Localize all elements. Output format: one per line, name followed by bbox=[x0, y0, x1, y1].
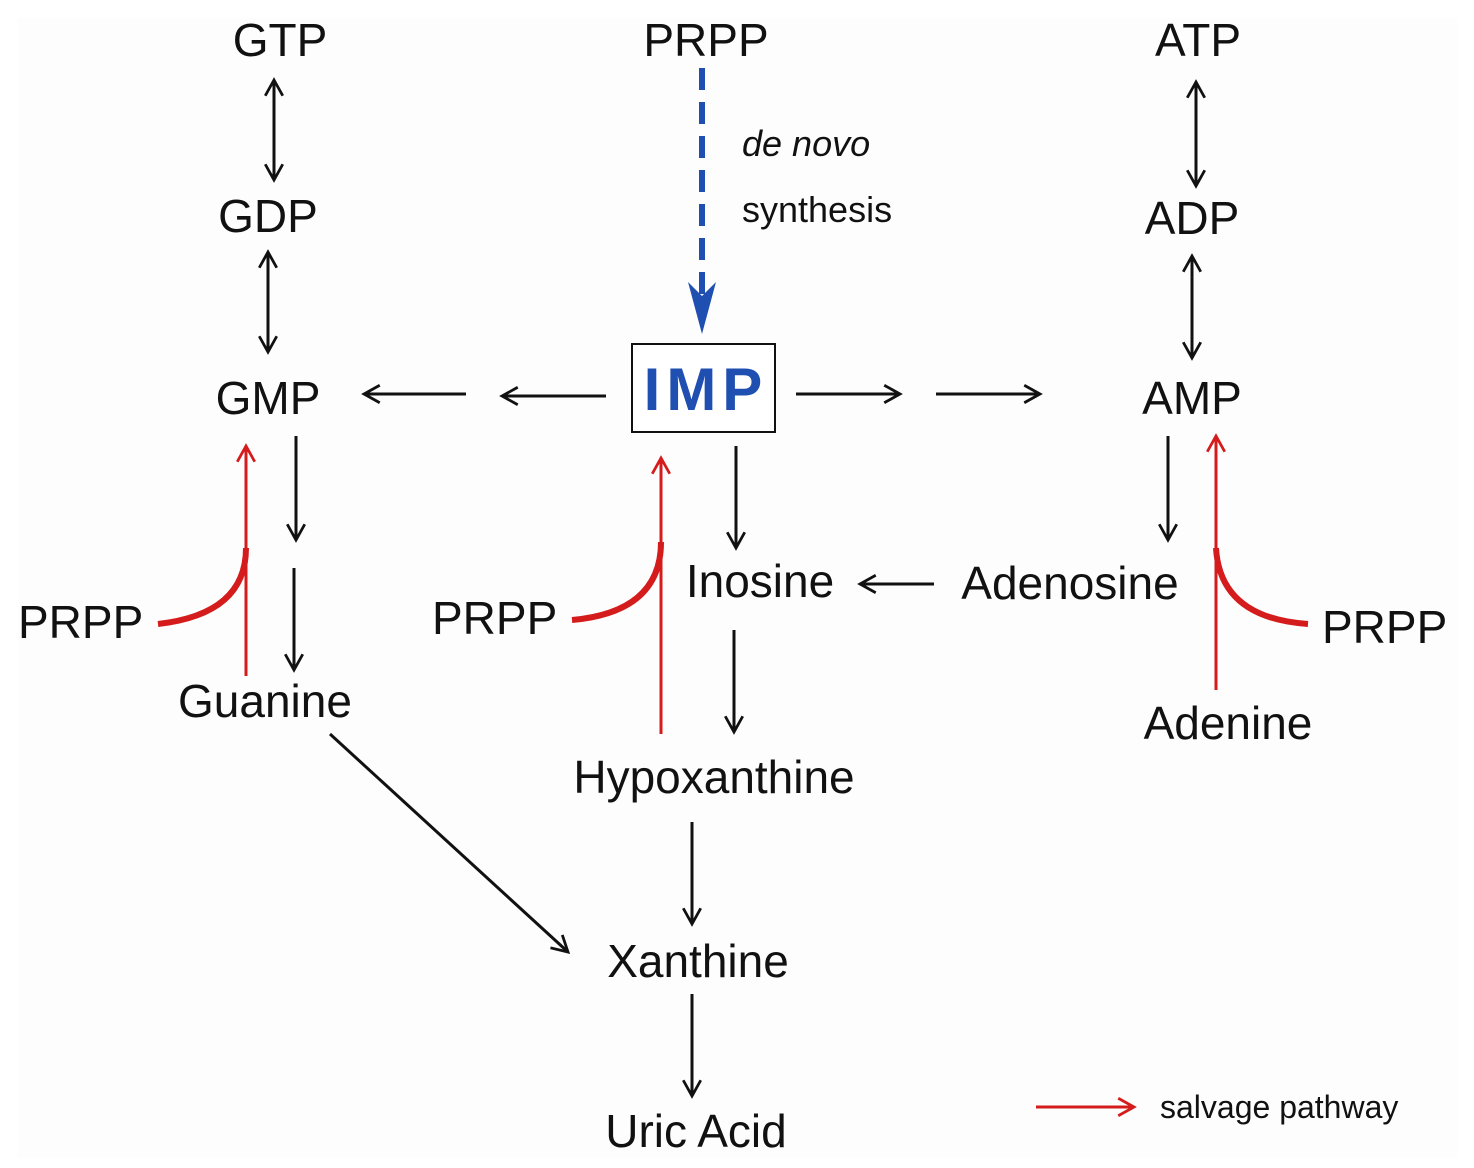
node-adenine: Adenine bbox=[1144, 697, 1313, 749]
node-prpp-right: PRPP bbox=[1322, 601, 1447, 653]
node-gtp: GTP bbox=[233, 14, 328, 66]
diagram-background bbox=[18, 18, 1458, 1158]
salvage-prpp-left-arc bbox=[157, 547, 249, 627]
legend: salvage pathway bbox=[1036, 1089, 1398, 1125]
arrow-de-novo-head bbox=[688, 282, 716, 334]
node-prpp-center: PRPP bbox=[432, 592, 557, 644]
node-gmp: GMP bbox=[216, 372, 321, 424]
imp-box-frame bbox=[631, 343, 776, 433]
node-guanine: Guanine bbox=[178, 675, 352, 727]
node-imp: IMP bbox=[644, 356, 769, 423]
synthesis-label: synthesis bbox=[742, 189, 892, 230]
node-amp: AMP bbox=[1142, 372, 1242, 424]
node-gdp: GDP bbox=[218, 190, 318, 242]
node-atp: ATP bbox=[1155, 14, 1241, 66]
node-xanthine: Xanthine bbox=[607, 935, 789, 987]
salvage-prpp-right-arc bbox=[1213, 547, 1309, 627]
imp-box: IMP bbox=[631, 343, 776, 433]
salvage-prpp-center-arc bbox=[571, 541, 664, 623]
arrow-guanine-xanthine bbox=[328, 732, 571, 954]
node-adp: ADP bbox=[1145, 192, 1240, 244]
legend-salvage-label: salvage pathway bbox=[1160, 1089, 1398, 1125]
de-novo-label: de novo bbox=[742, 123, 870, 164]
node-inosine: Inosine bbox=[686, 555, 834, 607]
node-uric-acid: Uric Acid bbox=[605, 1105, 786, 1157]
node-prpp-top: PRPP bbox=[643, 14, 768, 66]
node-hypoxanthine: Hypoxanthine bbox=[573, 751, 854, 803]
node-prpp-left: PRPP bbox=[18, 596, 143, 648]
node-adenosine: Adenosine bbox=[961, 557, 1178, 609]
